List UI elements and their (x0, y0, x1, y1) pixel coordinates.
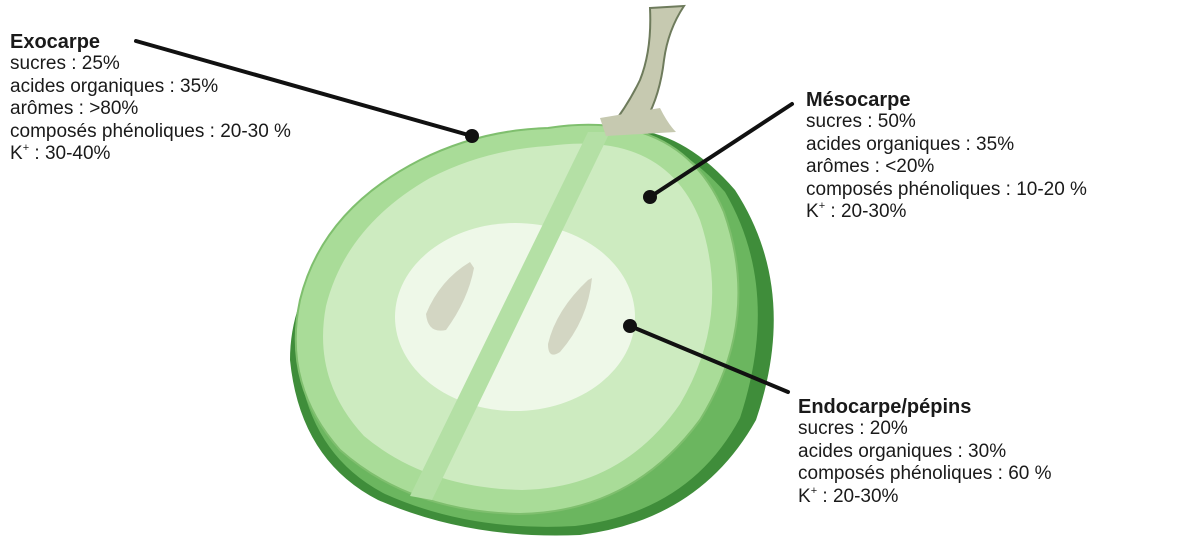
mesocarp-aromas: arômes : <20% (806, 156, 1087, 179)
potassium-value: : 20-30% (817, 486, 898, 507)
grape-stem (610, 6, 684, 128)
exocarp-leader-dot (465, 129, 479, 143)
potassium-value: : 20-30% (825, 201, 906, 222)
endocarp-organic-acids: acides organiques : 30% (798, 441, 1052, 464)
potassium-value: : 30-40% (29, 143, 110, 164)
endocarp-phenolics: composés phénoliques : 60 % (798, 463, 1052, 486)
exocarp-sugars: sucres : 25% (10, 53, 291, 76)
mesocarp-title: Mésocarpe (806, 89, 1087, 111)
endocarp-title: Endocarpe/pépins (798, 396, 1052, 418)
endocarp-sugars: sucres : 20% (798, 418, 1052, 441)
mesocarp-organic-acids: acides organiques : 35% (806, 134, 1087, 157)
endocarp-leader-dot (623, 319, 637, 333)
exocarp-aromas: arômes : >80% (10, 98, 291, 121)
exocarp-label: Exocarpe sucres : 25% acides organiques … (10, 31, 291, 166)
mesocarp-leader-dot (643, 190, 657, 204)
endocarp-potassium: K+ : 20-30% (798, 486, 1052, 509)
exocarp-phenolics: composés phénoliques : 20-30 % (10, 121, 291, 144)
mesocarp-phenolics: composés phénoliques : 10-20 % (806, 179, 1087, 202)
potassium-symbol: K (10, 143, 23, 164)
endocarp-label: Endocarpe/pépins sucres : 20% acides org… (798, 396, 1052, 508)
mesocarp-potassium: K+ : 20-30% (806, 201, 1087, 224)
exocarp-organic-acids: acides organiques : 35% (10, 76, 291, 99)
mesocarp-label: Mésocarpe sucres : 50% acides organiques… (806, 89, 1087, 224)
potassium-symbol: K (806, 201, 819, 222)
potassium-symbol: K (798, 486, 811, 507)
exocarp-potassium: K+ : 30-40% (10, 143, 291, 166)
stem-base (600, 108, 676, 136)
mesocarp-sugars: sucres : 50% (806, 111, 1087, 134)
exocarp-title: Exocarpe (10, 31, 291, 53)
